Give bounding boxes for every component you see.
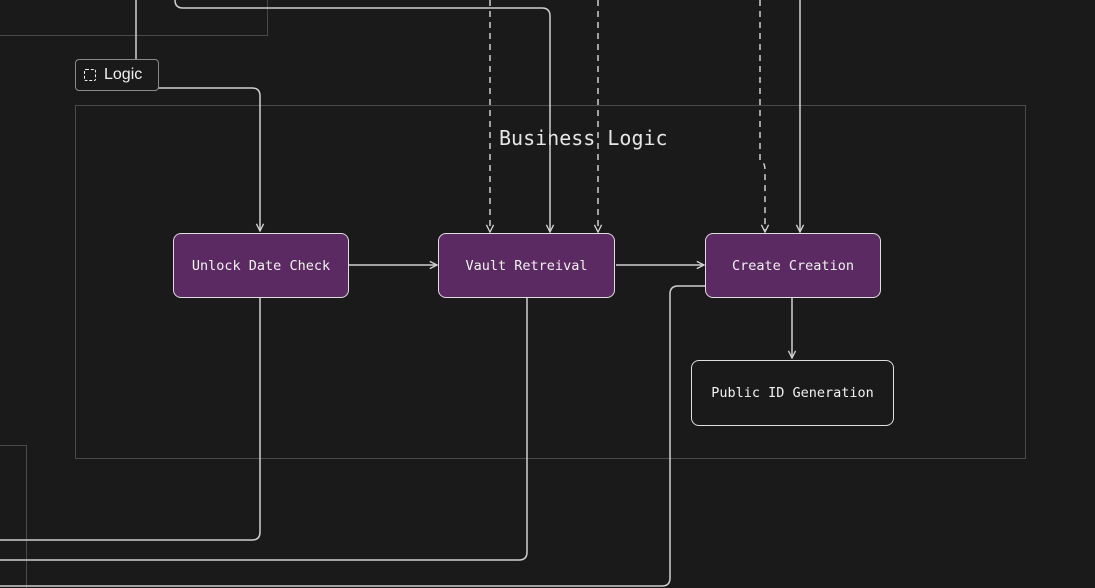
logic-group-badge[interactable]: Logic	[75, 59, 159, 91]
edge-vault-out	[0, 298, 528, 561]
badge-label: Logic	[104, 66, 143, 83]
node-vault-retreival[interactable]: Vault Retreival	[438, 233, 615, 298]
node-label: Vault Retreival	[465, 257, 588, 274]
node-label: Public ID Generation	[711, 385, 874, 401]
offscreen-group-frame-top	[0, 0, 268, 36]
edge-dashed-create	[759, 0, 765, 232]
node-unlock-date-check[interactable]: Unlock Date Check	[173, 233, 349, 298]
edge-top-to-vault	[174, 0, 550, 232]
edge-logic-to-unlock	[158, 87, 260, 231]
group-title: Business Logic	[499, 126, 668, 150]
offscreen-group-frame-bottom	[0, 445, 27, 588]
dashed-square-icon	[84, 69, 96, 81]
edge-unlock-out	[0, 298, 261, 541]
node-create-creation[interactable]: Create Creation	[705, 233, 881, 298]
node-label: Unlock Date Check	[191, 257, 331, 274]
node-public-id-generation[interactable]: Public ID Generation	[691, 360, 894, 426]
node-label: Create Creation	[732, 257, 854, 274]
edge-create-out	[0, 285, 705, 587]
